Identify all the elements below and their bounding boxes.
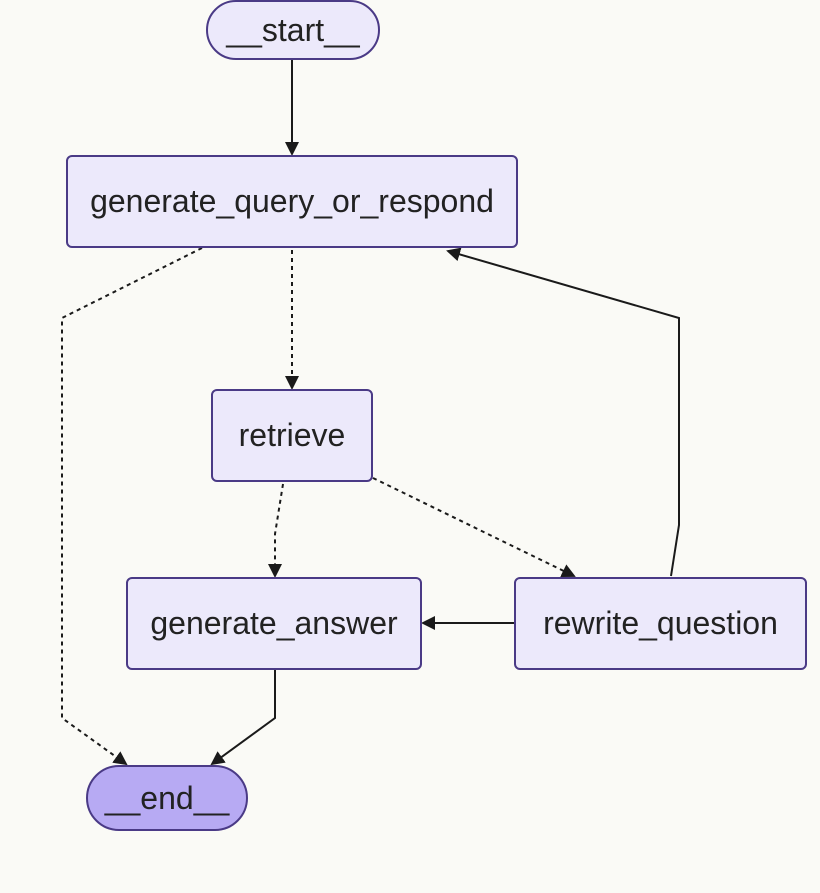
generate-answer-node[interactable]: generate_answer [126, 577, 422, 670]
edge-retrieve-to-rewrite-question [372, 477, 576, 578]
edge-generate-query-or-respond-to-end [61, 247, 203, 766]
generate-answer-label: generate_answer [150, 605, 398, 641]
rewrite-question-label: rewrite_question [543, 605, 778, 641]
rewrite-question-node[interactable]: rewrite_question [514, 577, 807, 670]
retrieve-label: retrieve [238, 417, 346, 453]
start-node-label: __start__ [226, 11, 360, 48]
edge-retrieve-to-generate-answer [268, 483, 284, 578]
edge-rewrite-question-to-generate-query-or-respond [446, 247, 680, 577]
generate-query-or-respond-label: generate_query_or_respond [90, 183, 494, 219]
end-node[interactable]: __end__ [86, 765, 248, 831]
retrieve-node[interactable]: retrieve [211, 389, 373, 482]
start-node[interactable]: __start__ [206, 0, 380, 60]
generate-query-or-respond-node[interactable]: generate_query_or_respond [66, 155, 518, 248]
edge-generate-answer-to-end [210, 670, 276, 766]
end-node-label: __end__ [104, 779, 230, 816]
